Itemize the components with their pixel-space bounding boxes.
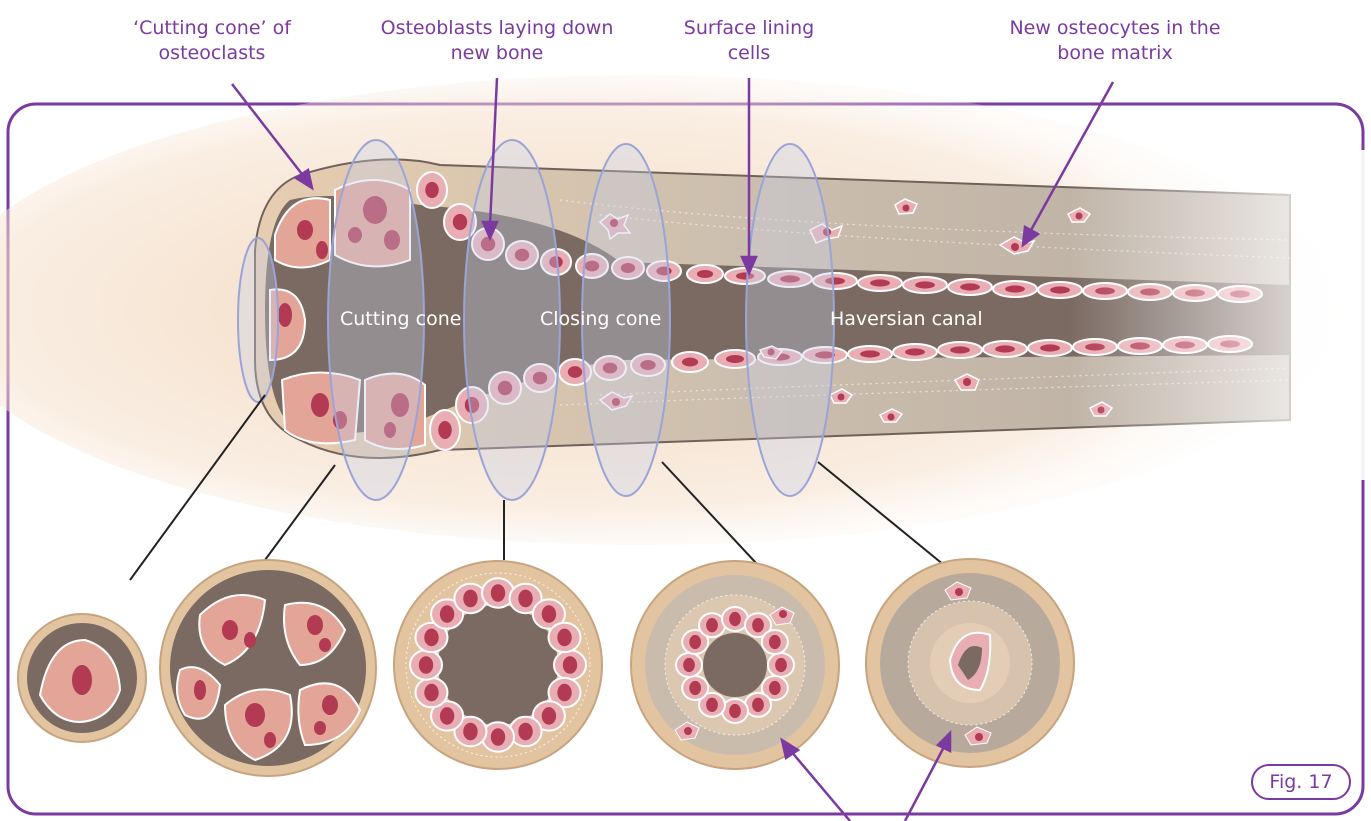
label-cutting-cone: Cutting cone bbox=[340, 307, 461, 331]
label-new-osteocytes-line2: bone matrix bbox=[980, 41, 1250, 66]
label-surface-lining-line1: Surface lining bbox=[664, 16, 834, 41]
label-cutting-cone-osteoclasts: ‘Cutting cone’ of osteoclasts bbox=[112, 16, 312, 66]
cross-section-4 bbox=[631, 561, 839, 769]
label-haversian-canal: Haversian canal bbox=[830, 307, 983, 331]
cross-section-3 bbox=[394, 561, 602, 769]
label-surface-lining-line2: cells bbox=[664, 41, 834, 66]
cross-section-2 bbox=[160, 560, 376, 776]
label-closing-cone: Closing cone bbox=[540, 307, 661, 331]
label-osteoblasts-line2: new bone bbox=[362, 41, 632, 66]
label-new-osteocytes: New osteocytes in the bone matrix bbox=[980, 16, 1250, 66]
label-cutting-cone-osteoclasts-line1: ‘Cutting cone’ of bbox=[112, 16, 312, 41]
cross-section-1 bbox=[18, 614, 146, 742]
label-new-osteocytes-line1: New osteocytes in the bbox=[980, 16, 1250, 41]
label-osteoblasts: Osteoblasts laying down new bone bbox=[362, 16, 632, 66]
cross-section-5 bbox=[866, 559, 1074, 767]
figure-number: Fig. 17 bbox=[1251, 764, 1351, 800]
label-surface-lining-cells: Surface lining cells bbox=[664, 16, 834, 66]
label-osteoblasts-line1: Osteoblasts laying down bbox=[362, 16, 632, 41]
label-cutting-cone-osteoclasts-line2: osteoclasts bbox=[112, 41, 312, 66]
